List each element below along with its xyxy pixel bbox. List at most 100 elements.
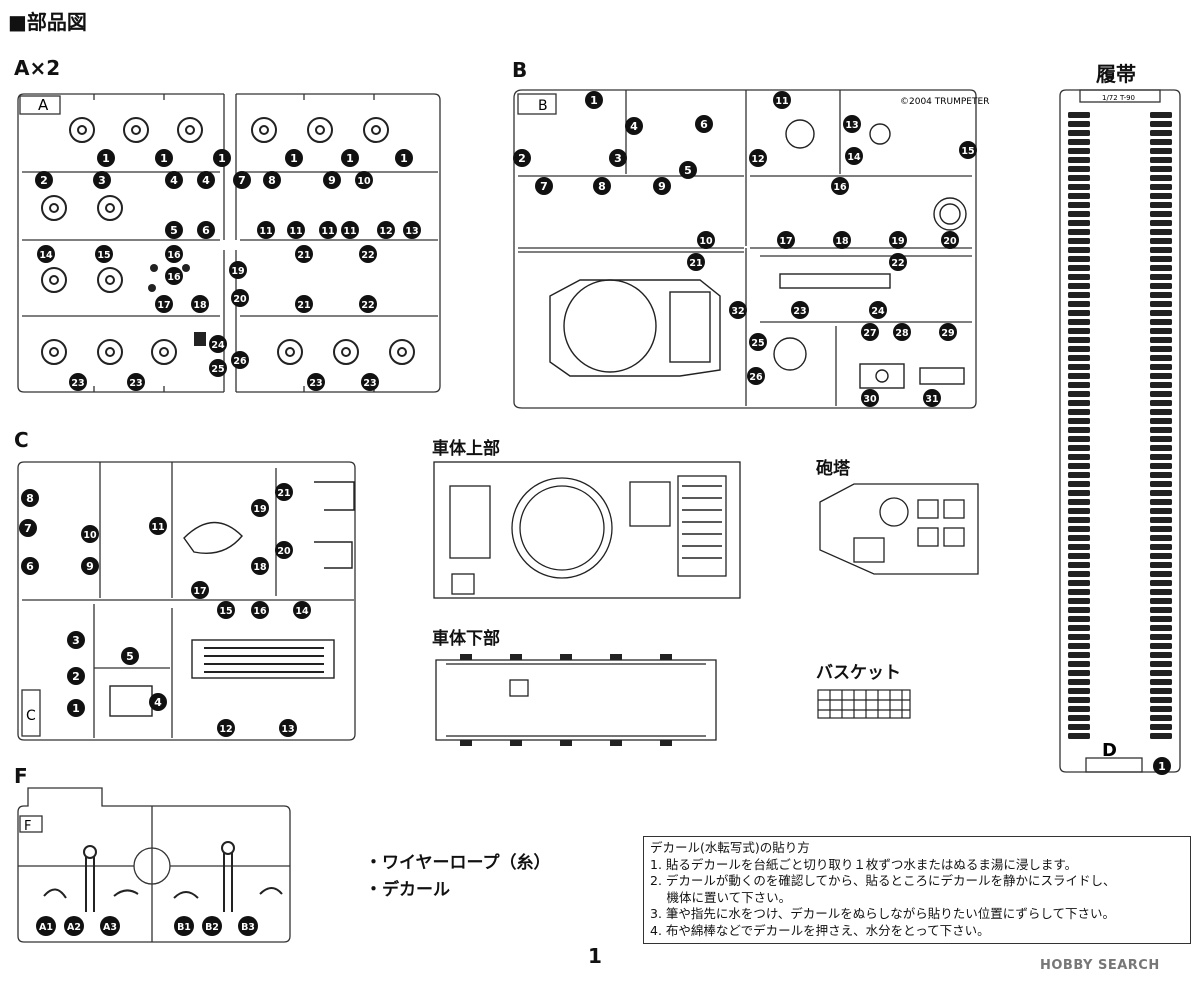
- page-title: ■部品図: [8, 10, 87, 34]
- track-link: [1150, 112, 1172, 118]
- track-link: [1068, 391, 1090, 397]
- svg-text:11: 11: [343, 226, 356, 237]
- sprue-a-part-number: 23: [127, 373, 145, 391]
- track-link: [1150, 679, 1172, 685]
- sprue-a-part-number: 11: [257, 221, 275, 239]
- svg-text:6: 6: [202, 224, 210, 237]
- sprue-c-part-number: 6: [21, 557, 39, 575]
- svg-text:8: 8: [598, 180, 606, 193]
- svg-text:6: 6: [700, 118, 708, 131]
- track-link: [1068, 319, 1090, 325]
- track-link: [1068, 202, 1090, 208]
- sprue-a-part-number: 9: [323, 171, 341, 189]
- track-link: [1068, 211, 1090, 217]
- sprue-a-part-number: 16: [165, 245, 183, 263]
- sprue-a-part-number: 15: [95, 245, 113, 263]
- svg-text:14: 14: [39, 250, 53, 261]
- sprue-b-part-number: 5: [679, 161, 697, 179]
- road-wheel-hub: [105, 347, 115, 357]
- sprue-b-part-number: 20: [941, 231, 959, 249]
- sprue-a-part-number: 8: [263, 171, 281, 189]
- track-link: [1150, 175, 1172, 181]
- track-link: [1068, 382, 1090, 388]
- sprue-c-part-number: 1: [67, 699, 85, 717]
- sprue-f-part-number: A3: [100, 916, 120, 936]
- track-link: [1150, 184, 1172, 190]
- svg-text:2: 2: [72, 670, 80, 683]
- track-link: [1068, 436, 1090, 442]
- track-link: [1150, 607, 1172, 613]
- track-link: [1068, 589, 1090, 595]
- track-link: [1068, 193, 1090, 199]
- svg-text:12: 12: [379, 226, 392, 237]
- track-link: [1068, 463, 1090, 469]
- road-wheel-hub: [77, 125, 87, 135]
- sprue-a-part-number: 23: [69, 373, 87, 391]
- track-link: [1150, 436, 1172, 442]
- decal-step-2-cont: 機体に置いて下さい。: [650, 889, 792, 905]
- svg-text:9: 9: [328, 174, 336, 187]
- svg-text:10: 10: [83, 530, 97, 541]
- track-link: [1068, 625, 1090, 631]
- svg-text:23: 23: [309, 378, 322, 389]
- svg-text:17: 17: [157, 300, 170, 311]
- svg-text:23: 23: [363, 378, 376, 389]
- sprue-b-part-number: 3: [609, 149, 627, 167]
- note-decal: ・デカール: [365, 880, 450, 900]
- track-link: [1150, 427, 1172, 433]
- small-part: [194, 332, 206, 346]
- track-link: [1068, 130, 1090, 136]
- small-part: [148, 284, 156, 292]
- sprue-b-part-number: 27: [861, 323, 879, 341]
- road-wheel-hub: [397, 347, 407, 357]
- track-link: [1068, 139, 1090, 145]
- sprue-a-part-number: 18: [191, 295, 209, 313]
- sprue-d-code: 1/72 T-90: [1102, 94, 1135, 102]
- upper-hull-drawing: [433, 461, 741, 599]
- decal-instructions-title: デカール(水転写式)の貼り方: [650, 840, 810, 855]
- road-wheel-hub: [105, 203, 115, 213]
- sprue-b-part-number: 25: [749, 333, 767, 351]
- sprue-a-part-number: 23: [361, 373, 379, 391]
- sprue-b-part-number: 8: [593, 177, 611, 195]
- svg-text:20: 20: [277, 546, 291, 557]
- sprue-a-part-number: 11: [341, 221, 359, 239]
- track-link: [1068, 715, 1090, 721]
- sprue-d-diagram: 1/72 T-90 D 1: [1059, 89, 1181, 775]
- sprue-b-part-number: 28: [893, 323, 911, 341]
- svg-text:14: 14: [847, 152, 861, 163]
- sprue-f-heading: F: [14, 764, 28, 788]
- sprue-d-tag: D: [1102, 740, 1117, 761]
- track-link: [1068, 373, 1090, 379]
- track-link: [1068, 355, 1090, 361]
- small-part: [150, 264, 158, 272]
- svg-text:9: 9: [658, 180, 666, 193]
- track-link: [1068, 418, 1090, 424]
- track-link: [1150, 283, 1172, 289]
- sprue-b-part-number: 2: [513, 149, 531, 167]
- sprue-b-part-number: 24: [869, 301, 887, 319]
- svg-text:A2: A2: [67, 922, 81, 933]
- track-link: [1068, 517, 1090, 523]
- track-link: [1068, 346, 1090, 352]
- basket-drawing: [817, 689, 911, 719]
- track-link: [1068, 364, 1090, 370]
- track-link: [1150, 247, 1172, 253]
- sprue-a-part-number: 22: [359, 295, 377, 313]
- track-link: [1150, 202, 1172, 208]
- track-link: [1068, 220, 1090, 226]
- sprue-d-part-number: 1: [1153, 757, 1171, 775]
- decal-step-2: 2. デカールが動くのを確認してから、貼るところにデカールを静かにスライドし、: [650, 873, 1116, 888]
- track-link: [1068, 526, 1090, 532]
- road-wheel-hub: [49, 203, 59, 213]
- sprue-a-part-number: 13: [403, 221, 421, 239]
- track-link: [1068, 283, 1090, 289]
- road-wheel-hub: [49, 347, 59, 357]
- sprue-b-part-number: 18: [833, 231, 851, 249]
- track-link: [1068, 184, 1090, 190]
- track-link: [1150, 715, 1172, 721]
- track-link: [1150, 310, 1172, 316]
- track-link: [1068, 535, 1090, 541]
- track-link: [1068, 544, 1090, 550]
- sprue-c-tag: C: [26, 708, 36, 724]
